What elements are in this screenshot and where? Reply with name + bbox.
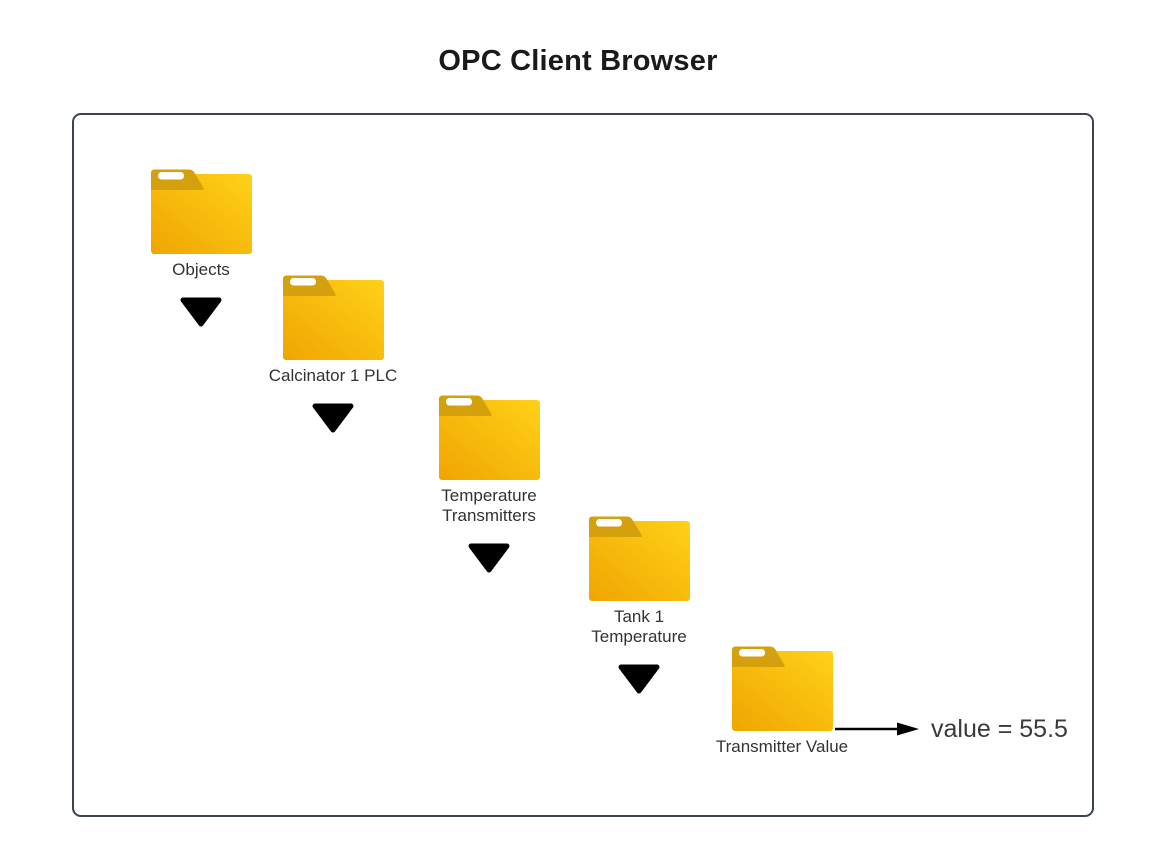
node-label: Tank 1 Temperature [591,607,687,646]
value-text: value = 55.5 [931,715,1068,743]
tree-node-temperature-transmitters[interactable]: Temperature Transmitters [404,394,574,574]
folder-icon[interactable] [730,645,835,733]
page-title: OPC Client Browser [438,45,718,77]
expand-triangle-icon[interactable] [467,542,511,574]
folder-icon[interactable] [587,515,692,603]
right-arrow-icon [835,722,919,736]
node-label: Objects [172,260,230,279]
folder-icon[interactable] [149,168,254,256]
expand-triangle-icon[interactable] [311,402,355,434]
folder-icon[interactable] [281,274,386,362]
expand-triangle-icon[interactable] [617,663,661,695]
tree-node-calcinator-1-plc[interactable]: Calcinator 1 PLC [248,274,418,434]
tree-node-tank-1-temperature[interactable]: Tank 1 Temperature [554,515,724,695]
node-label: Temperature Transmitters [441,486,537,525]
folder-icon[interactable] [437,394,542,482]
node-label: Calcinator 1 PLC [268,366,398,385]
node-label: Transmitter Value [715,737,849,756]
tree-node-transmitter-value[interactable]: Transmitter Value [697,645,867,757]
browser-panel: Objects Calcinator 1 PLC [72,113,1094,817]
value-callout: value = 55.5 [835,714,1068,744]
expand-triangle-icon[interactable] [179,296,223,328]
tree-node-objects[interactable]: Objects [116,168,286,328]
